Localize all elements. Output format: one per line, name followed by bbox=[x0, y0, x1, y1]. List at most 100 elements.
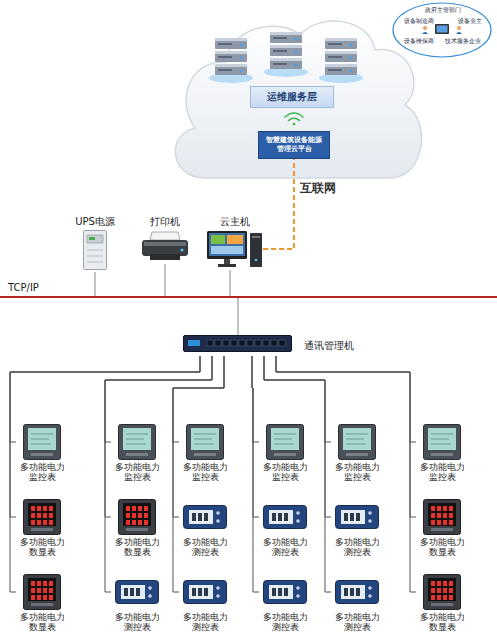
meter-icon bbox=[144, 506, 148, 511]
meter-icon bbox=[118, 499, 156, 535]
meter-icon bbox=[132, 506, 136, 511]
meter-icon bbox=[49, 595, 53, 600]
meter-icon bbox=[31, 444, 51, 445]
meter-icon bbox=[278, 513, 282, 521]
meter-label: 多功能电力监控表 bbox=[259, 462, 311, 483]
node-label: 智慧建筑设备能源管理云平台 bbox=[265, 136, 323, 154]
device-icon bbox=[184, 336, 292, 352]
ellipse-outline bbox=[457, 26, 461, 30]
device-icon bbox=[150, 232, 180, 240]
meter-icon bbox=[443, 513, 447, 518]
meter-icon bbox=[124, 588, 128, 596]
meter-icon bbox=[437, 581, 441, 586]
meter-icon bbox=[437, 506, 441, 511]
node-label: 打印机 bbox=[137, 216, 193, 228]
meter-icon bbox=[31, 581, 35, 586]
meter-icon bbox=[428, 428, 456, 450]
meter-icon bbox=[132, 520, 136, 525]
device-node: 打印机 bbox=[137, 216, 193, 262]
meter-icon bbox=[189, 585, 213, 599]
meter-icon bbox=[296, 594, 300, 598]
meter-icon bbox=[428, 578, 456, 601]
device-icon bbox=[279, 340, 285, 346]
power-meter-node: 多功能电力监控表 bbox=[416, 424, 468, 483]
meter-icon bbox=[204, 513, 208, 521]
ellipse-outline bbox=[423, 26, 427, 30]
meter-icon bbox=[119, 425, 156, 460]
meter-icon bbox=[424, 425, 461, 460]
meter-icon bbox=[284, 588, 288, 596]
device-icon bbox=[150, 254, 180, 260]
meter-icon bbox=[267, 425, 304, 460]
meter-icon bbox=[443, 520, 447, 525]
meter-icon bbox=[449, 581, 453, 586]
meter-icon bbox=[437, 588, 441, 593]
meter-icon bbox=[192, 513, 196, 521]
meter-icon bbox=[126, 434, 148, 435]
meter-icon bbox=[31, 588, 35, 593]
device-icon bbox=[255, 340, 261, 346]
meter-icon bbox=[111, 499, 163, 535]
meter-label: 多功能电力监控表 bbox=[416, 462, 468, 483]
meter-icon bbox=[49, 520, 53, 525]
device-icon bbox=[89, 237, 95, 240]
bus-wire bbox=[164, 264, 165, 296]
meter-icon bbox=[179, 424, 231, 460]
device-icon bbox=[144, 242, 186, 246]
meter-icon bbox=[431, 595, 435, 600]
meter-icon bbox=[431, 528, 453, 531]
device-icon bbox=[181, 249, 184, 252]
meter-icon bbox=[278, 588, 282, 596]
power-meter-node: 多功能电力数显表 bbox=[16, 574, 68, 633]
meter-icon bbox=[259, 574, 311, 610]
meter-icon bbox=[111, 574, 163, 610]
meter-icon bbox=[126, 513, 130, 518]
device-node: 云主机 bbox=[207, 216, 263, 268]
device-icon bbox=[207, 340, 213, 346]
meter-icon bbox=[449, 595, 453, 600]
meter-icon bbox=[23, 424, 61, 460]
device-icon bbox=[183, 335, 292, 356]
device-icon bbox=[263, 340, 269, 346]
meter-icon bbox=[31, 528, 53, 531]
meter-icon bbox=[16, 499, 68, 535]
power-meter-node: 多功能电力数显表 bbox=[416, 574, 468, 633]
meter-label: 多功能电力测控表 bbox=[179, 612, 231, 633]
comm-manager-node: 通讯管理机 bbox=[183, 335, 354, 356]
meter-label: 多功能电力测控表 bbox=[111, 612, 163, 633]
meter-icon bbox=[118, 424, 156, 460]
meter-label: 多功能电力监控表 bbox=[179, 462, 231, 483]
meter-icon bbox=[263, 505, 307, 529]
meter-icon bbox=[43, 513, 47, 518]
meter-icon bbox=[443, 588, 447, 593]
device-icon bbox=[84, 231, 107, 270]
meter-icon bbox=[416, 574, 468, 610]
meter-icon bbox=[31, 434, 53, 435]
wifi-icon bbox=[285, 113, 303, 125]
meter-icon bbox=[31, 520, 35, 525]
device-icon bbox=[140, 230, 190, 262]
meter-icon bbox=[356, 513, 360, 521]
stakeholder-label: 技术服务企业 bbox=[445, 38, 481, 44]
meter-icon bbox=[423, 499, 461, 535]
meter-icon bbox=[183, 580, 227, 604]
device-icon bbox=[252, 236, 260, 238]
node-label: 云主机 bbox=[207, 216, 263, 228]
meter-icon bbox=[37, 513, 41, 518]
meter-icon bbox=[23, 574, 61, 610]
device-icon bbox=[211, 235, 225, 244]
meter-icon bbox=[346, 439, 364, 440]
meter-icon bbox=[184, 581, 227, 604]
meter-icon bbox=[437, 595, 441, 600]
meter-icon bbox=[443, 506, 447, 511]
meter-icon bbox=[194, 444, 214, 445]
meter-icon bbox=[431, 506, 435, 511]
device-icon bbox=[87, 250, 103, 251]
meter-label: 多功能电力测控表 bbox=[259, 612, 311, 633]
power-meter-node: 多功能电力测控表 bbox=[111, 574, 163, 633]
meter-icon bbox=[431, 434, 453, 435]
stakeholder-label: 设备维保商 bbox=[404, 38, 434, 44]
meter-icon bbox=[271, 428, 299, 450]
meter-icon bbox=[31, 595, 35, 600]
